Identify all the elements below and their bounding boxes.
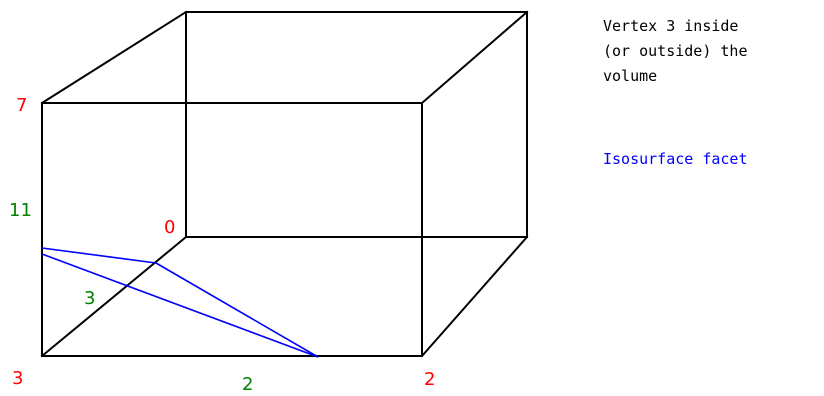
edge-label-11: 11 xyxy=(9,200,32,221)
vertex-label-2: 2 xyxy=(424,369,435,390)
edge-label-3: 3 xyxy=(84,288,95,309)
legend-vertex-note: Vertex 3 inside (or outside) the volume xyxy=(603,17,748,85)
facet-edge-11-to-3 xyxy=(41,247,157,264)
vertex-label-0: 0 xyxy=(164,217,175,238)
facet-edge-2-to-11 xyxy=(41,253,319,358)
facet-edge-3-to-2 xyxy=(155,262,319,358)
edge-label-2: 2 xyxy=(242,374,253,395)
legend-facet-label: Isosurface facet xyxy=(603,150,748,168)
vertex-label-3: 3 xyxy=(12,368,23,389)
isosurface-facet xyxy=(41,247,319,358)
depth-edge-bottom-left xyxy=(40,235,188,358)
depth-edge-top-left xyxy=(40,10,188,105)
depth-edge-bottom-right xyxy=(420,235,529,358)
depth-edge-top-right xyxy=(420,10,529,105)
vertex-label-7: 7 xyxy=(16,95,27,116)
